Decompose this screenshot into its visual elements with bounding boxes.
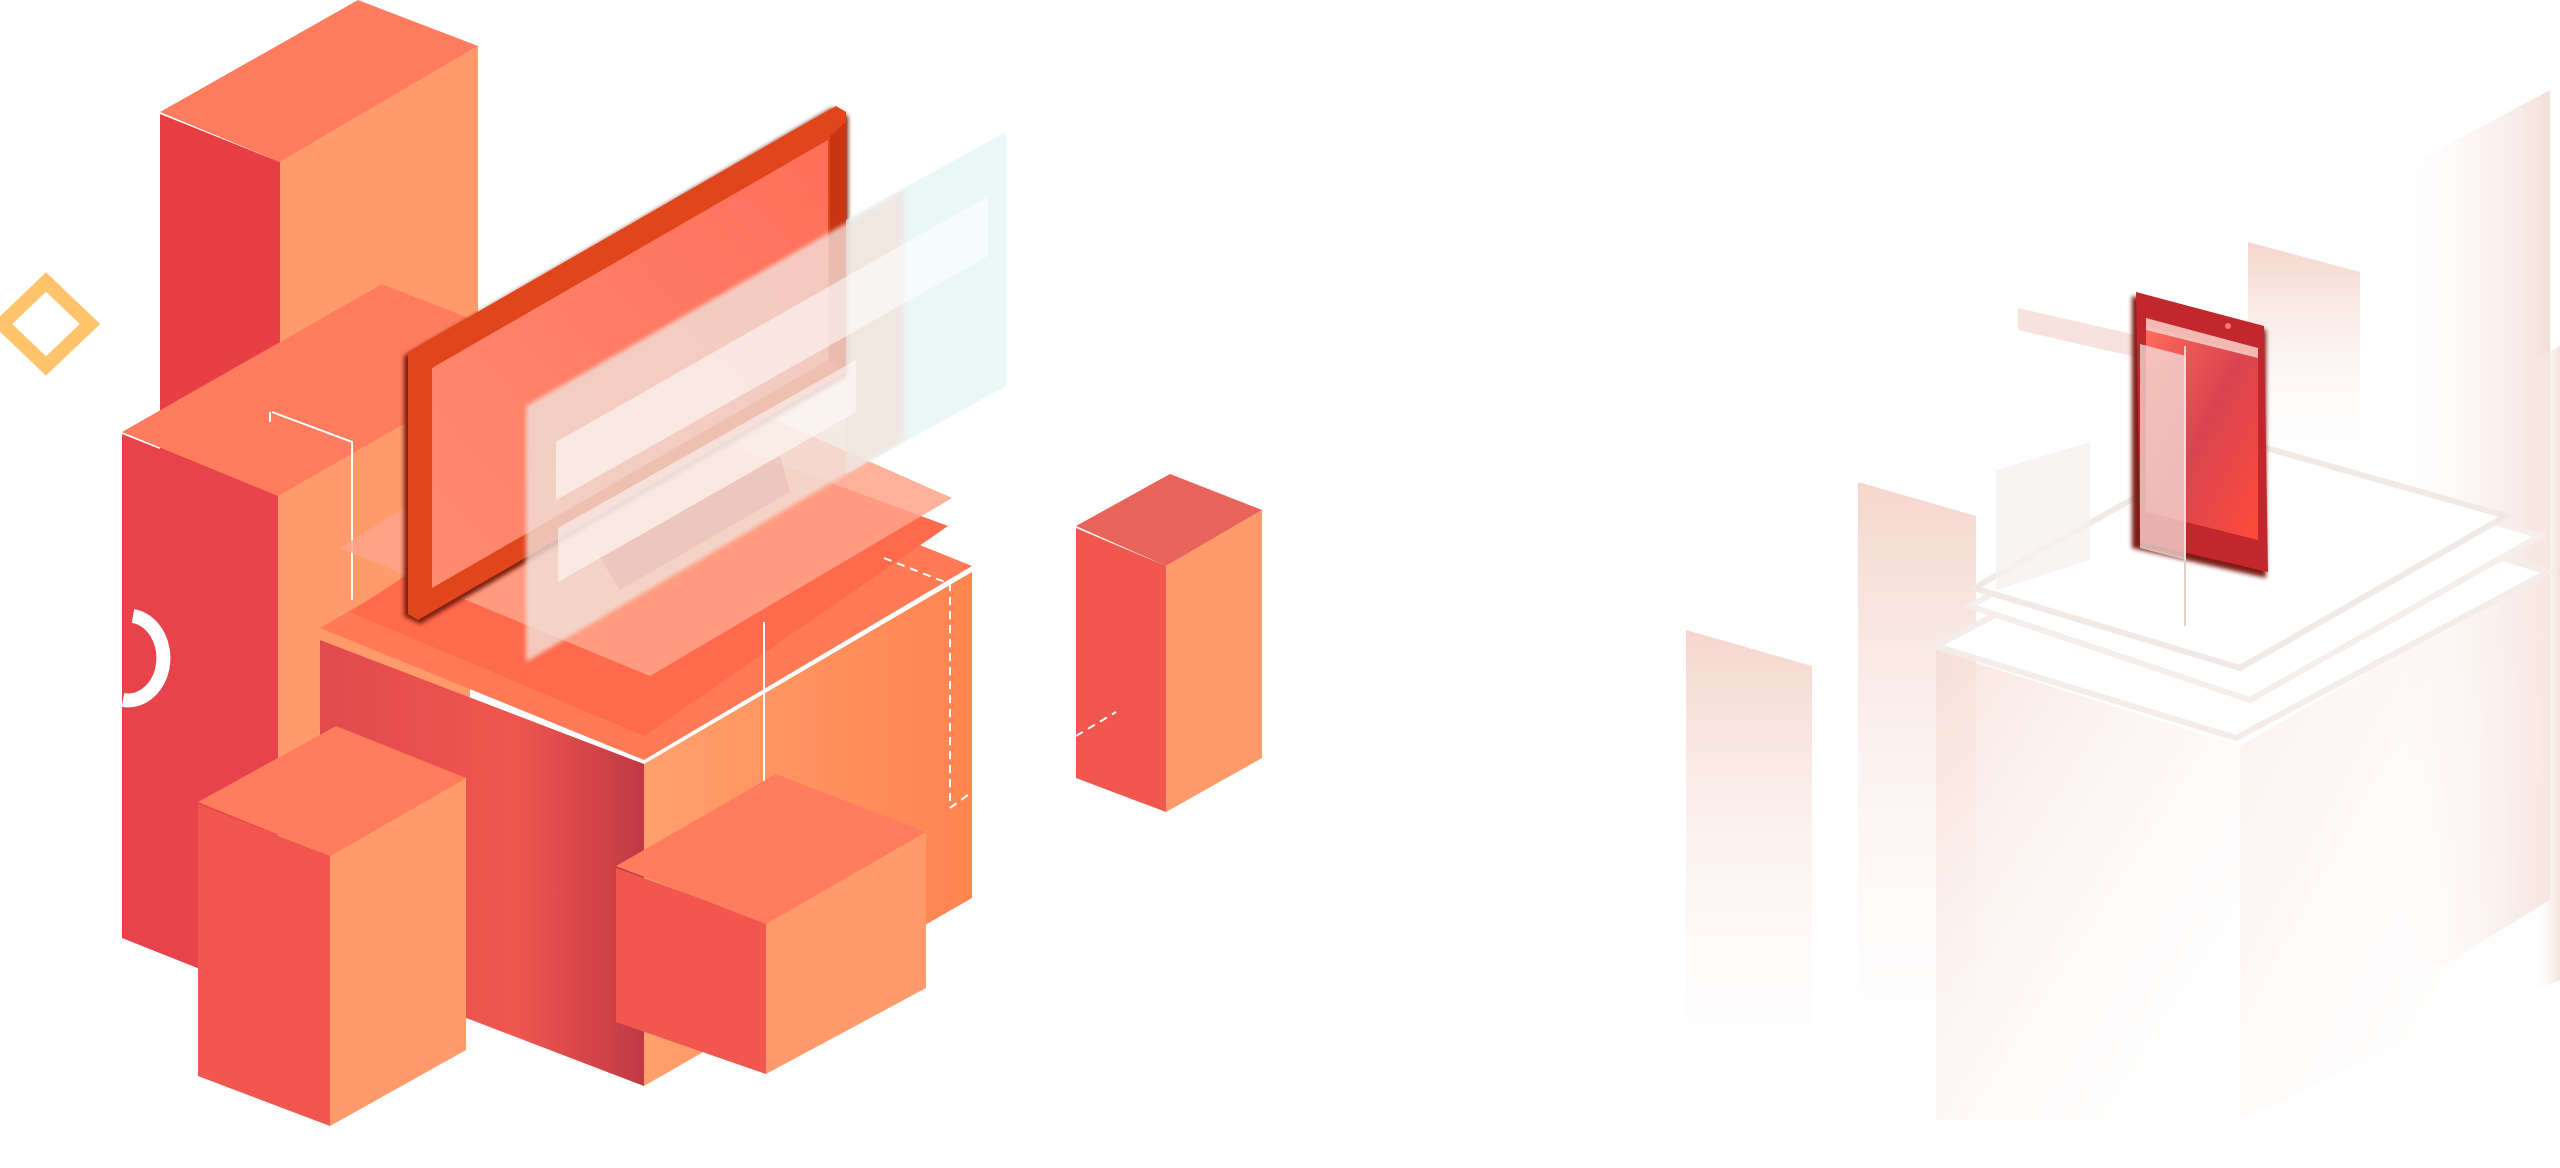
- ring-icon: [121, 609, 171, 708]
- tablet-icon: [2018, 292, 2268, 626]
- glass-panels: [526, 132, 1006, 850]
- front-center-column: [616, 774, 926, 1074]
- diamond-outline-icon: [0, 272, 101, 376]
- front-left-column: [198, 726, 466, 1126]
- floating-column: [1075, 474, 1262, 812]
